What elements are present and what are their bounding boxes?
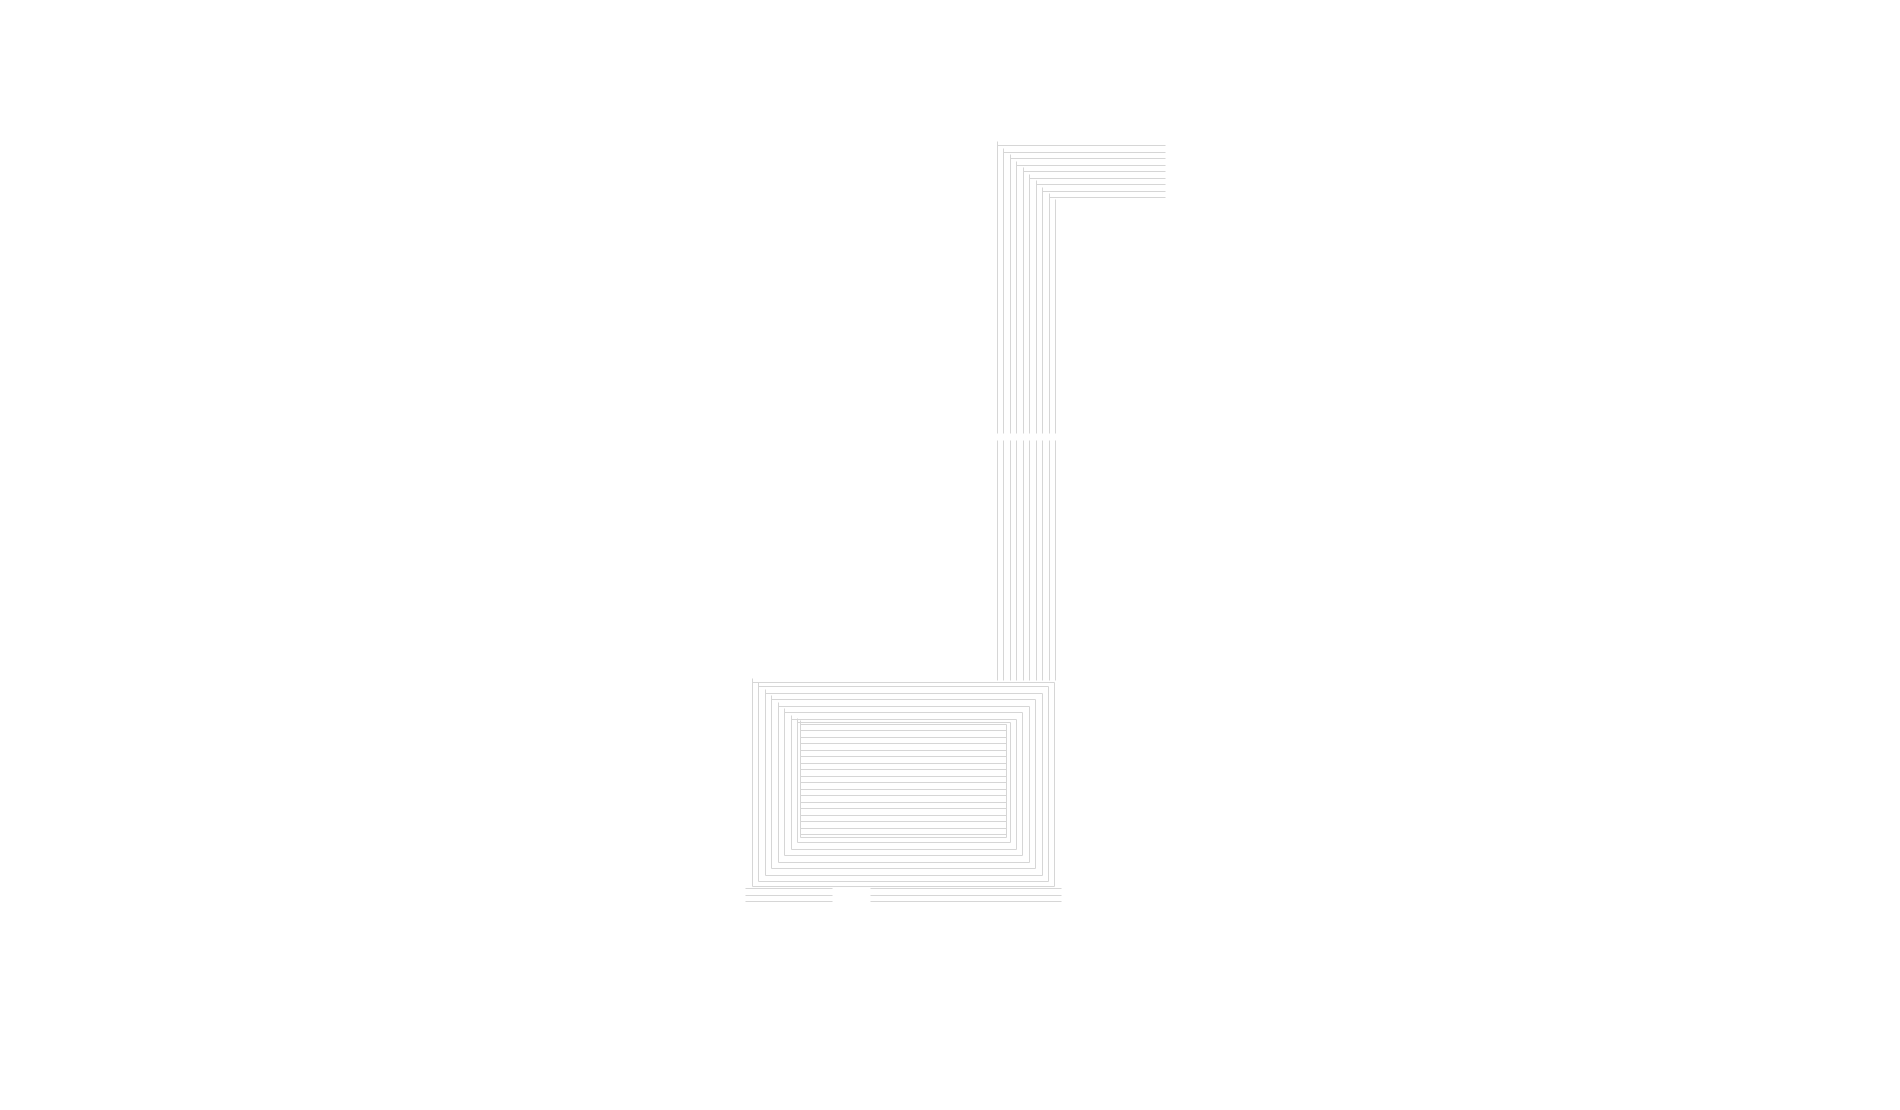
- bottom-panel-outlines: [752, 678, 1055, 887]
- top-column-outlines: [997, 141, 1166, 681]
- bottom-rule-lines: [745, 888, 1062, 902]
